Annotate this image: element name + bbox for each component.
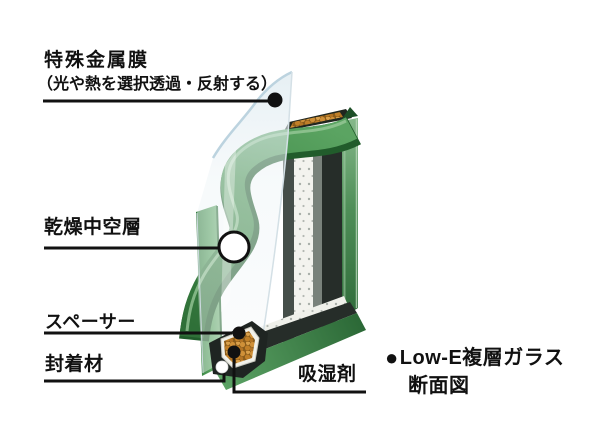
air-layer-circle-marker: [217, 230, 251, 264]
top-desiccant-beads: [290, 112, 343, 128]
caption-bullet-icon: ●: [385, 345, 399, 370]
sealant-point-dot: [215, 360, 229, 374]
figure-caption-line2: 断面図: [408, 375, 470, 397]
top-corner-face: [342, 107, 358, 119]
spacer-perforations: [294, 126, 313, 346]
desiccant-label: 吸湿剤: [298, 364, 357, 385]
caption-title: Low-E複層ガラス: [399, 347, 565, 369]
metal-film-point-dot: [267, 92, 283, 108]
desiccant-leader-line: [232, 356, 366, 394]
metal-film-sublabel: （光や熱を選択透過・反射する）: [37, 76, 278, 93]
glass-right-edge: [261, 71, 293, 342]
front-glass-sheet: [196, 70, 293, 374]
air-layer-label: 乾燥中空層: [44, 217, 142, 238]
metal-film-label: 特殊金属膜: [44, 50, 150, 71]
spacer-label: スペーサー: [45, 312, 136, 332]
figure-caption: ●Low-E複層ガラス: [385, 341, 564, 371]
glazing-unit-body: [283, 107, 358, 352]
frame-strip: [322, 121, 342, 329]
spacer-point-dot: [232, 326, 246, 340]
sealant-label: 封着材: [45, 354, 104, 375]
unit-side-face: [342, 118, 358, 318]
glass-left-edge: [196, 212, 204, 374]
desiccant-point-dot: [227, 345, 241, 359]
inner-pane-edge-strip: [283, 130, 294, 352]
glass-sheen: [221, 150, 236, 312]
sealant-leader-line: [44, 372, 226, 383]
leader-lines: [43, 99, 366, 394]
cavity-shadow-strip: [313, 125, 322, 335]
